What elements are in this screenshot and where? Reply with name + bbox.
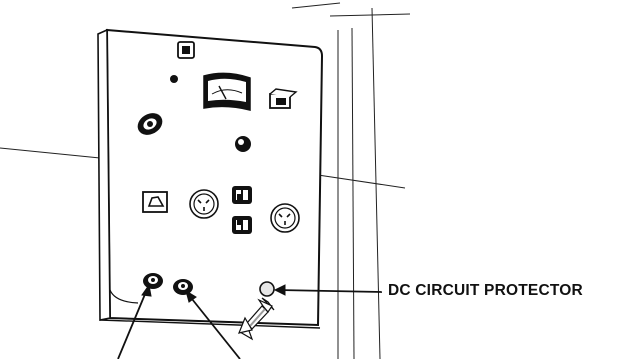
battery-symbol-icon (269, 88, 298, 109)
dc-circuit-protector-button (259, 281, 275, 297)
wall-vertical-line-3 (371, 7, 381, 359)
left-terminal-arrowhead (141, 283, 152, 297)
wall-top-line (291, 2, 341, 9)
wall-horizon-line-right (317, 174, 406, 189)
wall-top-line-2 (329, 13, 411, 17)
ammeter-gauge (203, 72, 251, 111)
wall-lines (0, 2, 411, 359)
gauge-needle (218, 85, 227, 100)
outlet-right-icon (270, 203, 300, 233)
dc-circuit-protector-label: DC CIRCUIT PROTECTOR (388, 282, 583, 299)
wall-horizon-line-left (0, 147, 101, 159)
callout-arrows (117, 283, 383, 359)
panel-side (97, 28, 111, 321)
top-indicator-light (177, 41, 195, 59)
panel-face (105, 28, 324, 327)
power-switch-icon (142, 191, 168, 213)
right-terminal-arrowhead (185, 289, 197, 303)
breaker-upper-icon (232, 186, 252, 204)
left-terminal-leader-line (117, 286, 149, 359)
panel-bottom-curve (109, 289, 139, 304)
rotary-knob-icon (235, 136, 251, 152)
outlet-left-icon (189, 189, 219, 219)
panel-base-line (99, 319, 321, 329)
terminal-right-icon (173, 279, 193, 295)
key-switch-icon (137, 113, 163, 135)
swing-direction-arrow-icon (238, 297, 275, 341)
dc-protector-leader-line (277, 289, 383, 293)
breaker-lower-icon (232, 216, 252, 234)
wall-vertical-line-2 (351, 27, 355, 359)
dc-protector-arrowhead (273, 284, 286, 296)
small-indicator-dot (170, 75, 178, 83)
right-terminal-leader-line (187, 293, 241, 359)
control-panel (97, 28, 324, 329)
terminal-left-icon (143, 273, 163, 289)
